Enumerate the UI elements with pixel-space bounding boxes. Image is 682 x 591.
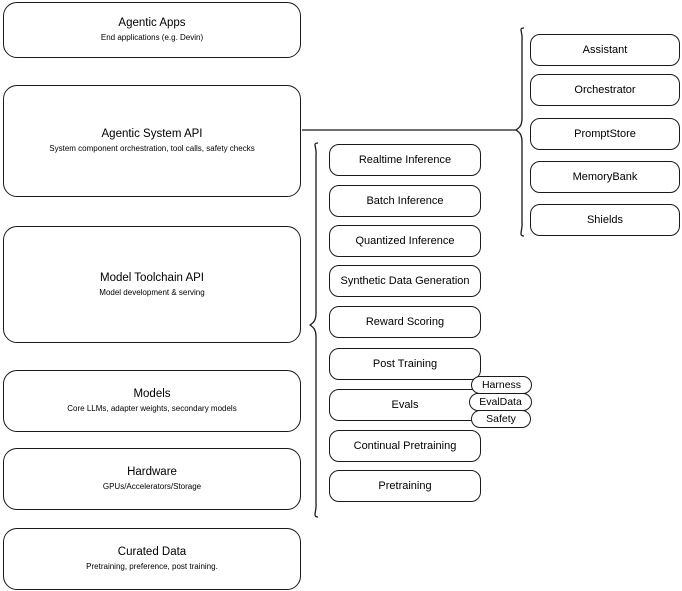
component-box-promptstore[interactable]: PromptStore: [530, 118, 680, 150]
evals-subitem-label: Safety: [486, 412, 516, 425]
capability-box-batch-inference[interactable]: Batch Inference: [329, 185, 481, 217]
component-label: MemoryBank: [572, 171, 638, 183]
capability-label: Evals: [391, 399, 419, 411]
layer-title: Model Toolchain API: [100, 271, 204, 284]
capability-box-pretraining[interactable]: Pretraining: [329, 470, 481, 502]
evals-subitem-evaldata[interactable]: EvalData: [469, 393, 532, 411]
layer-box-model-toolchain-api[interactable]: Model Toolchain API Model development & …: [3, 226, 301, 343]
capability-label: Post Training: [372, 358, 438, 370]
layer-subtitle: GPUs/Accelerators/Storage: [102, 482, 202, 491]
component-label: Shields: [586, 214, 624, 226]
layer-title: Hardware: [127, 466, 177, 478]
layer-title: Agentic Apps: [118, 17, 186, 29]
component-label: PromptStore: [574, 128, 636, 140]
layer-subtitle: System component orchestration, tool cal…: [49, 144, 255, 153]
capability-label: Reward Scoring: [365, 316, 445, 328]
component-label: Orchestrator: [574, 84, 636, 96]
layer-box-models[interactable]: Models Core LLMs, adapter weights, secon…: [3, 370, 301, 432]
capability-label: Quantized Inference: [355, 235, 455, 247]
capability-label: Batch Inference: [366, 195, 444, 207]
capability-box-synthetic-data-generation[interactable]: Synthetic Data Generation: [329, 265, 481, 297]
evals-subitem-label: EvalData: [479, 395, 522, 408]
layer-subtitle: Pretraining, preference, post training.: [86, 562, 218, 571]
capability-label: Continual Pretraining: [353, 440, 457, 452]
layer-title: Curated Data: [117, 546, 187, 558]
layer-title: Models: [133, 388, 171, 400]
layer-title: Agentic System API: [101, 128, 203, 140]
layer-box-curated-data[interactable]: Curated Data Pretraining, preference, po…: [3, 528, 301, 590]
layer-subtitle: Model development & serving: [99, 287, 205, 297]
capability-box-quantized-inference[interactable]: Quantized Inference: [329, 225, 481, 257]
capability-box-post-training[interactable]: Post Training: [329, 348, 481, 380]
capability-box-evals[interactable]: Evals: [329, 389, 481, 421]
brace-model-toolchain-capabilities: [309, 142, 319, 518]
evals-subitem-harness[interactable]: Harness: [471, 376, 532, 394]
component-box-memorybank[interactable]: MemoryBank: [530, 161, 680, 193]
component-box-orchestrator[interactable]: Orchestrator: [530, 74, 680, 106]
layer-box-hardware[interactable]: Hardware GPUs/Accelerators/Storage: [3, 448, 301, 510]
evals-subitem-label: Harness: [481, 378, 522, 391]
capability-label: Pretraining: [378, 480, 432, 492]
component-box-shields[interactable]: Shields: [530, 204, 680, 236]
layer-subtitle: End applications (e.g. Devin): [100, 33, 204, 42]
layer-box-agentic-system-api[interactable]: Agentic System API System component orch…: [3, 85, 301, 197]
capability-label: Synthetic Data Generation: [340, 275, 470, 287]
brace-agentic-system-components: [515, 27, 525, 237]
capability-label: Realtime Inference: [358, 154, 452, 166]
capability-box-realtime-inference[interactable]: Realtime Inference: [329, 144, 481, 176]
layer-box-agentic-apps[interactable]: Agentic Apps End applications (e.g. Devi…: [3, 2, 301, 58]
evals-subitem-safety[interactable]: Safety: [471, 410, 531, 428]
layer-subtitle: Core LLMs, adapter weights, secondary mo…: [67, 404, 237, 413]
capability-box-continual-pretraining[interactable]: Continual Pretraining: [329, 430, 481, 462]
component-label: Assistant: [582, 44, 628, 56]
capability-box-reward-scoring[interactable]: Reward Scoring: [329, 306, 481, 338]
component-box-assistant[interactable]: Assistant: [530, 34, 680, 66]
